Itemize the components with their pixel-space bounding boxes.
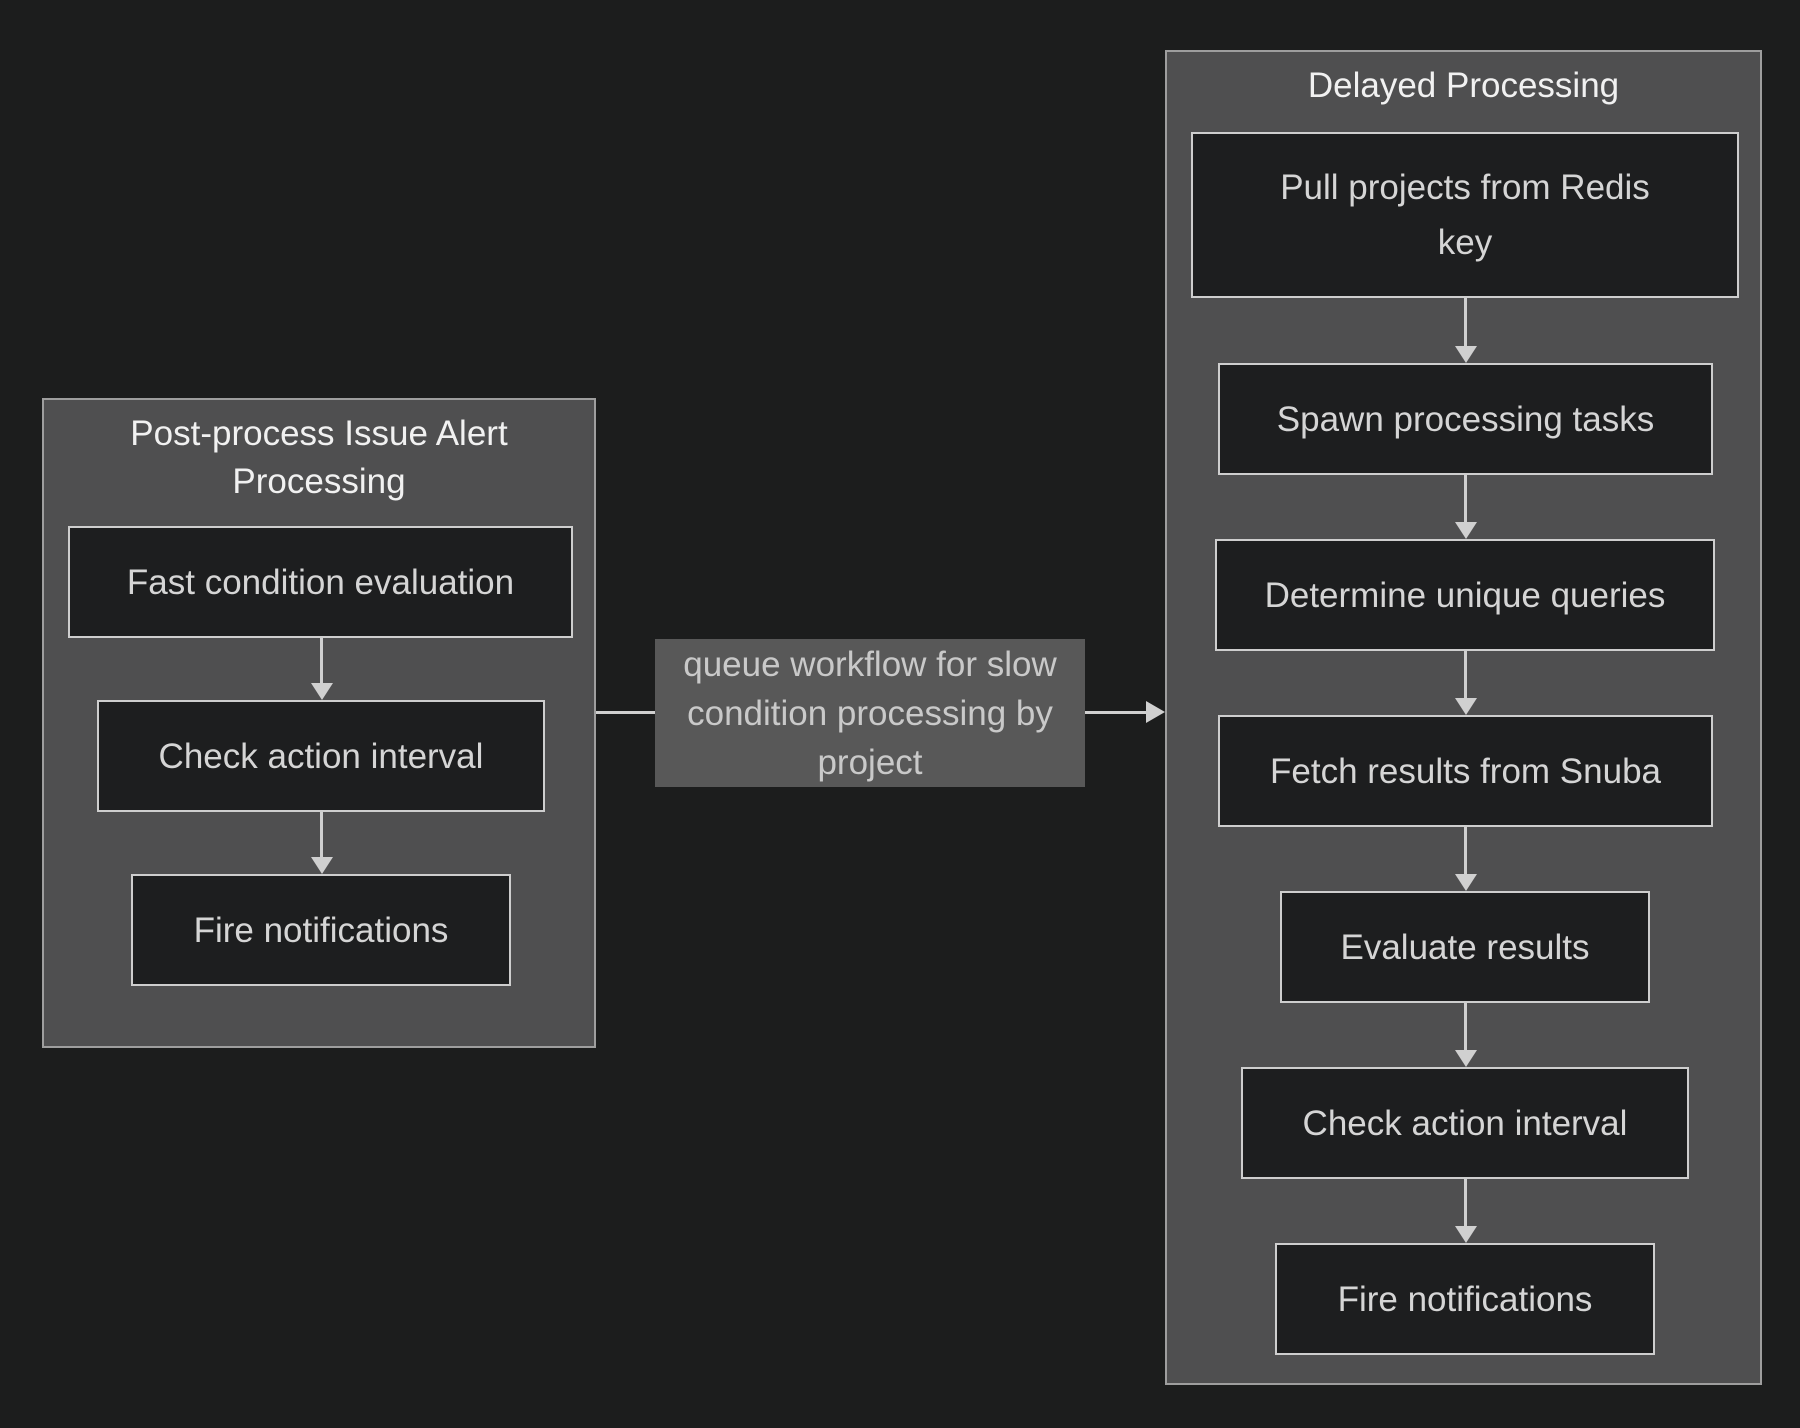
- arrow-shaft: [320, 812, 323, 857]
- arrow-down-icon: [1454, 874, 1477, 891]
- arrow-shaft: [1464, 827, 1467, 874]
- node-spawn-processing-tasks: Spawn processing tasks: [1218, 363, 1713, 475]
- node-label: Fetch results from Snuba: [1270, 751, 1661, 791]
- cluster-post-process-title-text: Post-process Issue Alert Processing: [130, 414, 508, 501]
- node-label: Spawn processing tasks: [1276, 399, 1655, 439]
- node-label: Determine unique queries: [1264, 575, 1666, 615]
- arrow-down-icon: [1454, 522, 1477, 539]
- node-check-action-interval-1: Check action interval: [97, 700, 545, 812]
- edge-label: queue workflow for slow condition proces…: [655, 639, 1085, 787]
- flow-arrow: [309, 812, 334, 874]
- arrow-shaft: [1464, 298, 1467, 346]
- flow-arrow: [309, 638, 334, 700]
- arrow-down-icon: [310, 857, 333, 874]
- node-fast-condition-evaluation: Fast condition evaluation: [68, 526, 573, 638]
- arrow-down-icon: [1454, 698, 1477, 715]
- cluster-post-process-title: Post-process Issue Alert Processing: [44, 410, 594, 506]
- flow-arrow: [1453, 827, 1478, 891]
- arrow-shaft: [1464, 651, 1467, 698]
- arrow-right-icon: [1146, 701, 1165, 723]
- arrow-shaft: [320, 638, 323, 683]
- arrow-shaft: [1464, 1179, 1467, 1226]
- arrow-down-icon: [1454, 346, 1477, 363]
- node-evaluate-results: Evaluate results: [1280, 891, 1650, 1003]
- node-determine-unique-queries: Determine unique queries: [1215, 539, 1715, 651]
- flow-arrow: [1453, 298, 1478, 363]
- node-label: Fire notifications: [1337, 1279, 1593, 1319]
- node-label: Check action interval: [1302, 1103, 1628, 1143]
- edge-label-text: queue workflow for slow condition proces…: [683, 644, 1057, 782]
- arrow-down-icon: [1454, 1050, 1477, 1067]
- node-pull-projects-from-redis-key: Pull projects from Redis key: [1191, 132, 1739, 298]
- flow-arrow: [1453, 475, 1478, 539]
- arrow-down-icon: [310, 683, 333, 700]
- node-fire-notifications-1: Fire notifications: [131, 874, 511, 986]
- node-fetch-results-from-snuba: Fetch results from Snuba: [1218, 715, 1713, 827]
- node-label: Check action interval: [158, 736, 484, 776]
- node-fire-notifications-2: Fire notifications: [1275, 1243, 1655, 1355]
- cluster-delayed-processing-title: Delayed Processing: [1167, 62, 1760, 110]
- node-label: Fast condition evaluation: [126, 562, 515, 602]
- flow-arrow: [1453, 1179, 1478, 1243]
- node-label: Fire notifications: [193, 910, 449, 950]
- arrow-shaft: [1464, 475, 1467, 522]
- arrow-shaft: [1464, 1003, 1467, 1050]
- flow-arrow: [1453, 651, 1478, 715]
- arrow-down-icon: [1454, 1226, 1477, 1243]
- flow-arrow: [1453, 1003, 1478, 1067]
- node-label: Evaluate results: [1340, 927, 1590, 967]
- node-check-action-interval-2: Check action interval: [1241, 1067, 1689, 1179]
- node-label: Pull projects from Redis key: [1280, 168, 1650, 262]
- cluster-post-process: Post-process Issue Alert Processing Fast…: [42, 398, 596, 1048]
- cluster-delayed-processing-title-text: Delayed Processing: [1307, 66, 1620, 105]
- cluster-delayed-processing: Delayed Processing Pull projects from Re…: [1165, 50, 1762, 1385]
